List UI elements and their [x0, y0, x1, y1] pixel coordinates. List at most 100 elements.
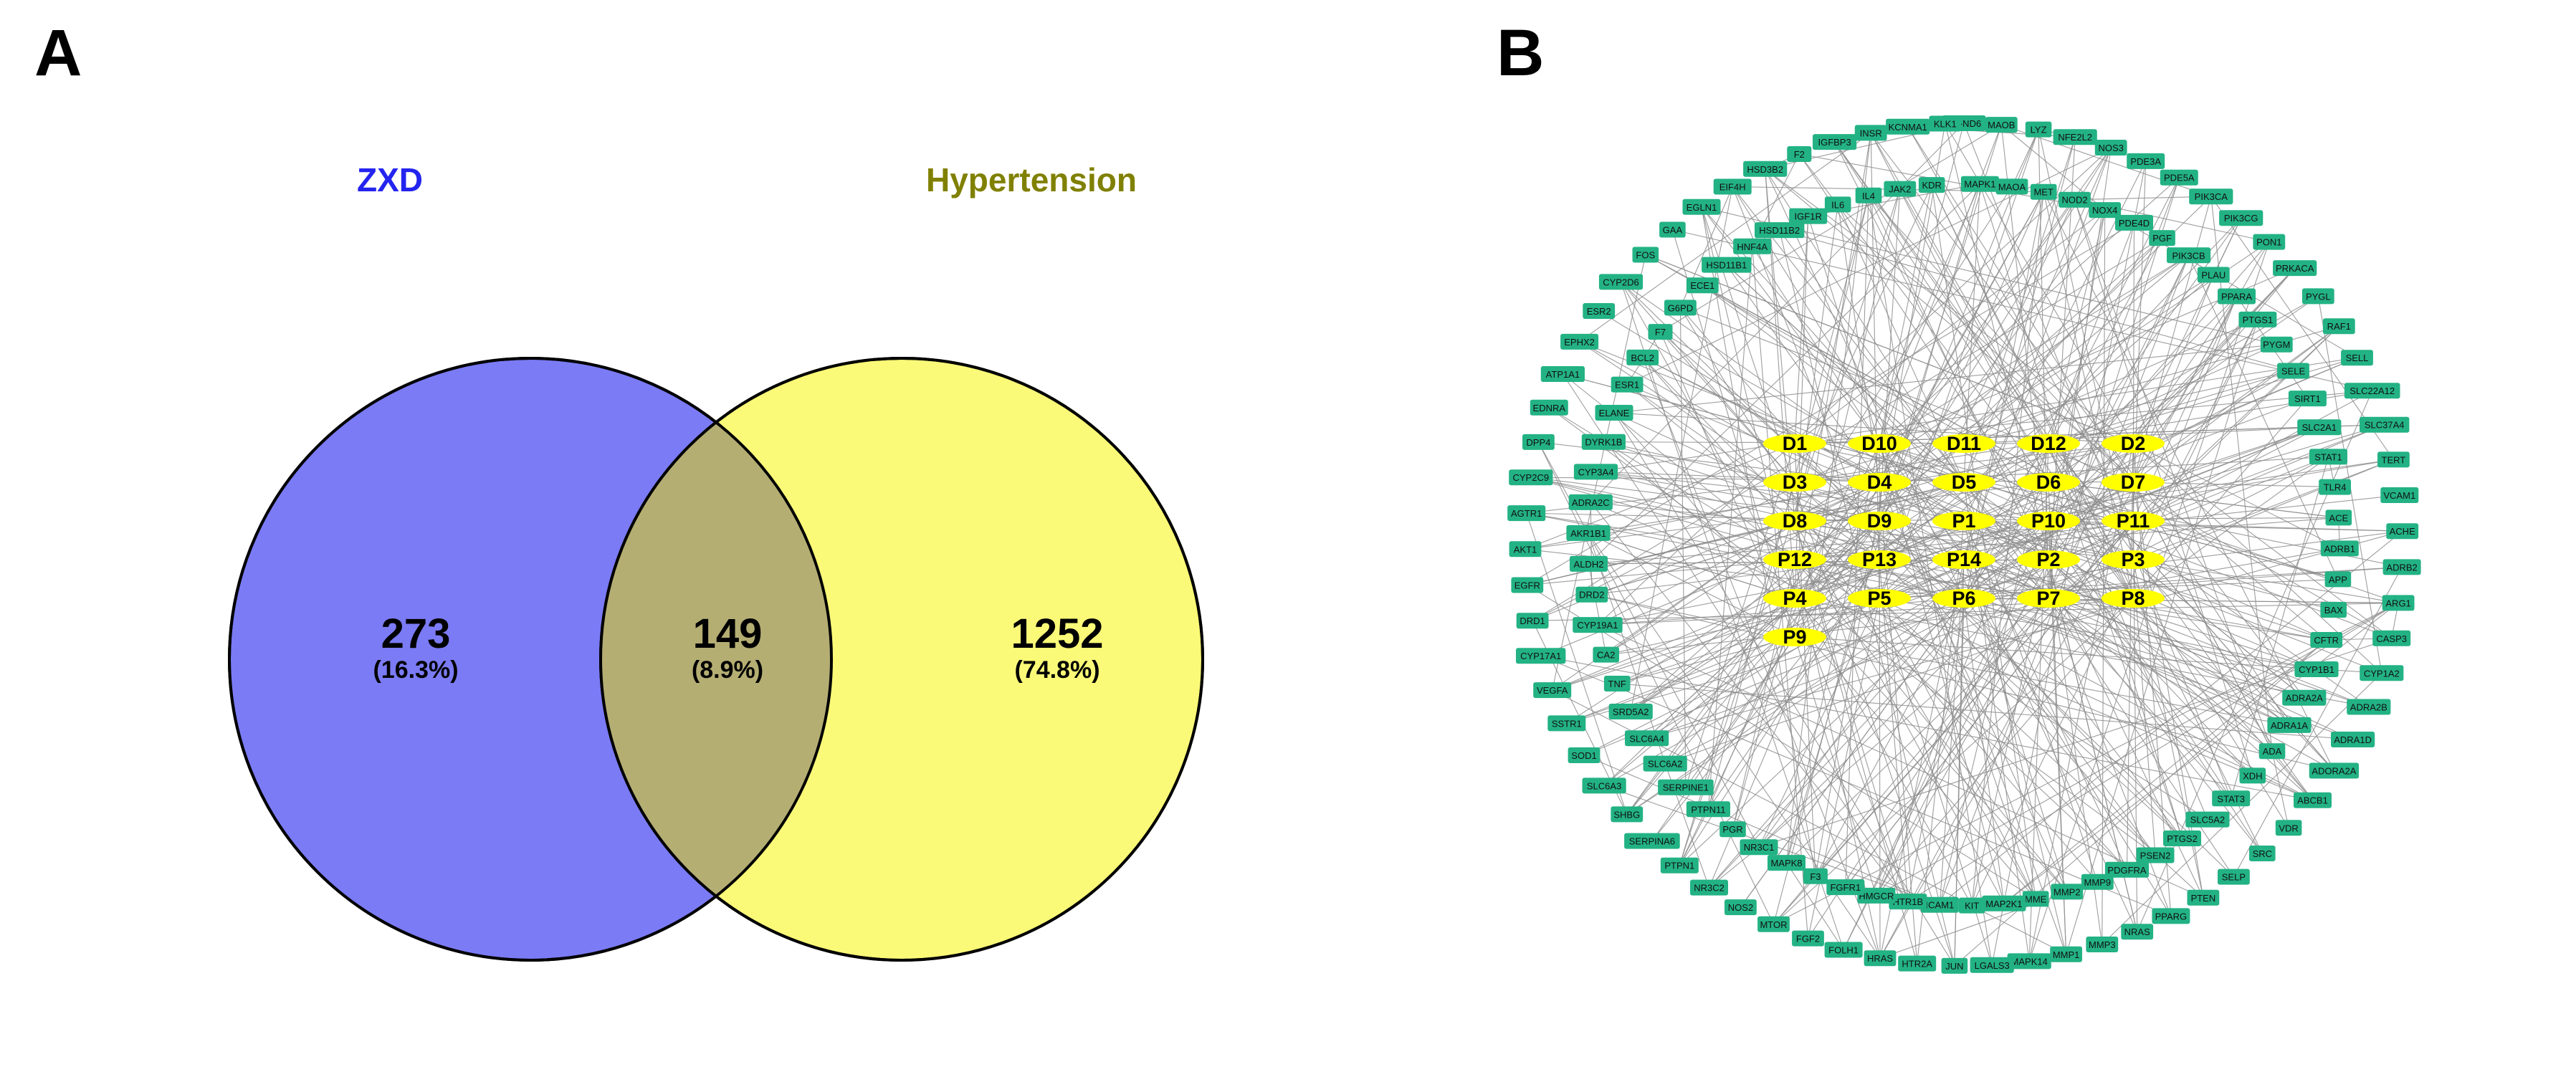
network-node-gene[interactable]: EPHX2 — [1560, 333, 1599, 350]
network-node-gene[interactable]: PIK3CA — [2189, 188, 2233, 205]
network-node-gene[interactable]: ESR2 — [1583, 303, 1616, 319]
network-node-hub[interactable]: D8 — [1763, 510, 1826, 532]
network-node-gene[interactable]: HNF4A — [1733, 238, 1772, 254]
network-node-hub[interactable]: P11 — [2102, 510, 2165, 532]
network-node-gene[interactable]: ADRA2B — [2347, 699, 2391, 715]
network-node-gene[interactable]: EGLN1 — [1682, 198, 1721, 215]
network-node-gene[interactable]: ACE — [2325, 509, 2352, 526]
network-node-gene[interactable]: HMGCR — [1857, 887, 1896, 904]
network-node-gene[interactable]: MAOB — [1985, 117, 2018, 133]
network-node-gene[interactable]: NRAS — [2121, 924, 2154, 940]
network-node-gene[interactable]: LYZ — [2025, 121, 2052, 138]
network-node-gene[interactable]: NFE2L2 — [2053, 129, 2097, 145]
network-node-gene[interactable]: SERPINE1 — [1658, 779, 1714, 795]
network-node-gene[interactable]: HSD3B2 — [1743, 161, 1788, 177]
network-node-gene[interactable]: EDNRA — [1530, 399, 1568, 416]
network-node-gene[interactable]: NR3C2 — [1690, 879, 1728, 896]
network-node-gene[interactable]: CASP3 — [2372, 630, 2411, 646]
network-node-hub[interactable]: D2 — [2102, 433, 2165, 454]
network-node-gene[interactable]: MAPK1 — [1960, 176, 1999, 192]
network-node-gene[interactable]: IGF1R — [1789, 208, 1828, 224]
network-node-gene[interactable]: MMP2 — [2051, 884, 2084, 900]
network-node-gene[interactable]: MAP2K1 — [1982, 895, 2026, 911]
network-node-gene[interactable]: ATP1A1 — [1540, 366, 1585, 382]
network-node-gene[interactable]: ESR1 — [1611, 376, 1644, 393]
network-node-hub[interactable]: P3 — [2102, 549, 2165, 570]
network-node-gene[interactable]: F3 — [1803, 868, 1828, 884]
network-node-gene[interactable]: PTPN11 — [1686, 801, 1730, 818]
network-node-hub[interactable]: D1 — [1763, 433, 1826, 454]
network-node-gene[interactable]: NOS2 — [1725, 899, 1757, 916]
network-node-gene[interactable]: HSD11B2 — [1755, 222, 1805, 239]
network-node-gene[interactable]: PTPN1 — [1660, 857, 1699, 873]
network-node-gene[interactable]: MET — [2030, 183, 2057, 200]
network-node-gene[interactable]: KLK1 — [1929, 115, 1962, 132]
network-node-gene[interactable]: STAT3 — [2212, 790, 2251, 807]
network-node-gene[interactable]: ADORA2A — [2309, 762, 2360, 779]
network-node-gene[interactable]: VCAM1 — [2380, 487, 2419, 503]
network-node-gene[interactable]: CYP2D6 — [1598, 274, 1644, 290]
network-node-gene[interactable]: MTOR — [1757, 916, 1790, 932]
network-node-gene[interactable]: KCNMA1 — [1886, 118, 1930, 135]
network-node-gene[interactable]: FGFR1 — [1826, 879, 1865, 896]
network-node-gene[interactable]: PDE3A — [2127, 153, 2165, 169]
network-node-gene[interactable]: JAK2 — [1884, 181, 1917, 197]
network-node-gene[interactable]: BCL2 — [1626, 349, 1659, 365]
network-node-gene[interactable]: PLAU — [2197, 267, 2230, 283]
network-node-gene[interactable]: SLC5A2 — [2185, 811, 2230, 828]
network-node-gene[interactable]: SLC2A1 — [2297, 419, 2342, 436]
network-node-gene[interactable]: AKR1B1 — [1566, 525, 1611, 541]
network-node-gene[interactable]: NOD2 — [2059, 191, 2091, 208]
network-node-gene[interactable]: ECE1 — [1686, 277, 1719, 294]
network-node-gene[interactable]: DYRK1B — [1581, 434, 1626, 450]
network-node-hub[interactable]: P2 — [2017, 549, 2080, 570]
network-node-gene[interactable]: SELE — [2277, 363, 2309, 379]
network-node-gene[interactable]: TNF — [1603, 676, 1631, 691]
network-node-hub[interactable]: P6 — [1932, 588, 1995, 609]
network-node-gene[interactable]: PRKACA — [2273, 260, 2317, 277]
network-node-gene[interactable]: FOLH1 — [1824, 942, 1863, 958]
network-node-gene[interactable]: CYP17A1 — [1516, 648, 1566, 664]
network-node-gene[interactable]: ADRA1D — [2331, 732, 2375, 747]
network-node-gene[interactable]: PTGS2 — [2163, 831, 2201, 846]
network-node-gene[interactable]: GAA — [1659, 221, 1686, 238]
network-node-gene[interactable]: DRD1 — [1516, 613, 1549, 629]
network-node-gene[interactable]: VDR — [2275, 820, 2302, 836]
network-node-gene[interactable]: PSEN2 — [2136, 847, 2175, 863]
network-node-gene[interactable]: ADRB2 — [2382, 559, 2421, 575]
network-node-gene[interactable]: ADRA2C — [1568, 494, 1613, 510]
network-node-gene[interactable]: CA2 — [1593, 646, 1619, 663]
network-node-hub[interactable]: P4 — [1763, 588, 1826, 609]
network-node-gene[interactable]: FGF2 — [1792, 930, 1824, 947]
network-node-gene[interactable]: AKT1 — [1509, 541, 1542, 557]
network-node-gene[interactable]: APP — [2324, 571, 2352, 588]
network-node-gene[interactable]: NR3C1 — [1740, 839, 1778, 856]
network-node-gene[interactable]: SSTR1 — [1547, 715, 1586, 732]
network-node-gene[interactable]: MAPK8 — [1768, 855, 1805, 871]
network-node-gene[interactable]: DPP4 — [1522, 434, 1555, 450]
network-node-gene[interactable]: RAF1 — [2322, 318, 2355, 335]
network-node-gene[interactable]: MMP9 — [2081, 873, 2114, 890]
network-node-hub[interactable]: P1 — [1932, 510, 1995, 532]
network-node-gene[interactable]: HTR2A — [1898, 955, 1937, 972]
network-node-gene[interactable]: STAT1 — [2309, 449, 2347, 465]
network-node-gene[interactable]: JUN — [1941, 957, 1968, 974]
network-node-gene[interactable]: PIK3CB — [2167, 247, 2211, 264]
network-node-hub[interactable]: P8 — [2102, 588, 2165, 609]
network-node-hub[interactable]: D5 — [1932, 472, 1995, 493]
network-node-gene[interactable]: SLC37A4 — [2360, 416, 2410, 433]
network-node-gene[interactable]: ELANE — [1595, 405, 1633, 421]
network-node-gene[interactable]: CYP1B1 — [2294, 661, 2339, 677]
network-node-gene[interactable]: FOS — [1632, 246, 1659, 263]
network-node-gene[interactable]: MMP1 — [2050, 946, 2082, 962]
network-node-gene[interactable]: F7 — [1648, 324, 1673, 340]
network-node-gene[interactable]: IL4 — [1855, 187, 1882, 204]
network-node-gene[interactable]: MAOA — [1995, 178, 2028, 195]
network-node-hub[interactable]: D6 — [2017, 472, 2080, 493]
network-node-gene[interactable]: PYGM — [2260, 336, 2293, 353]
network-node-hub[interactable]: P13 — [1848, 549, 1911, 570]
network-node-gene[interactable]: PPARA — [2218, 288, 2256, 305]
network-node-gene[interactable]: PON1 — [2253, 234, 2286, 250]
network-node-gene[interactable]: HRAS — [1864, 950, 1897, 967]
network-node-gene[interactable]: SHBG — [1611, 806, 1644, 823]
